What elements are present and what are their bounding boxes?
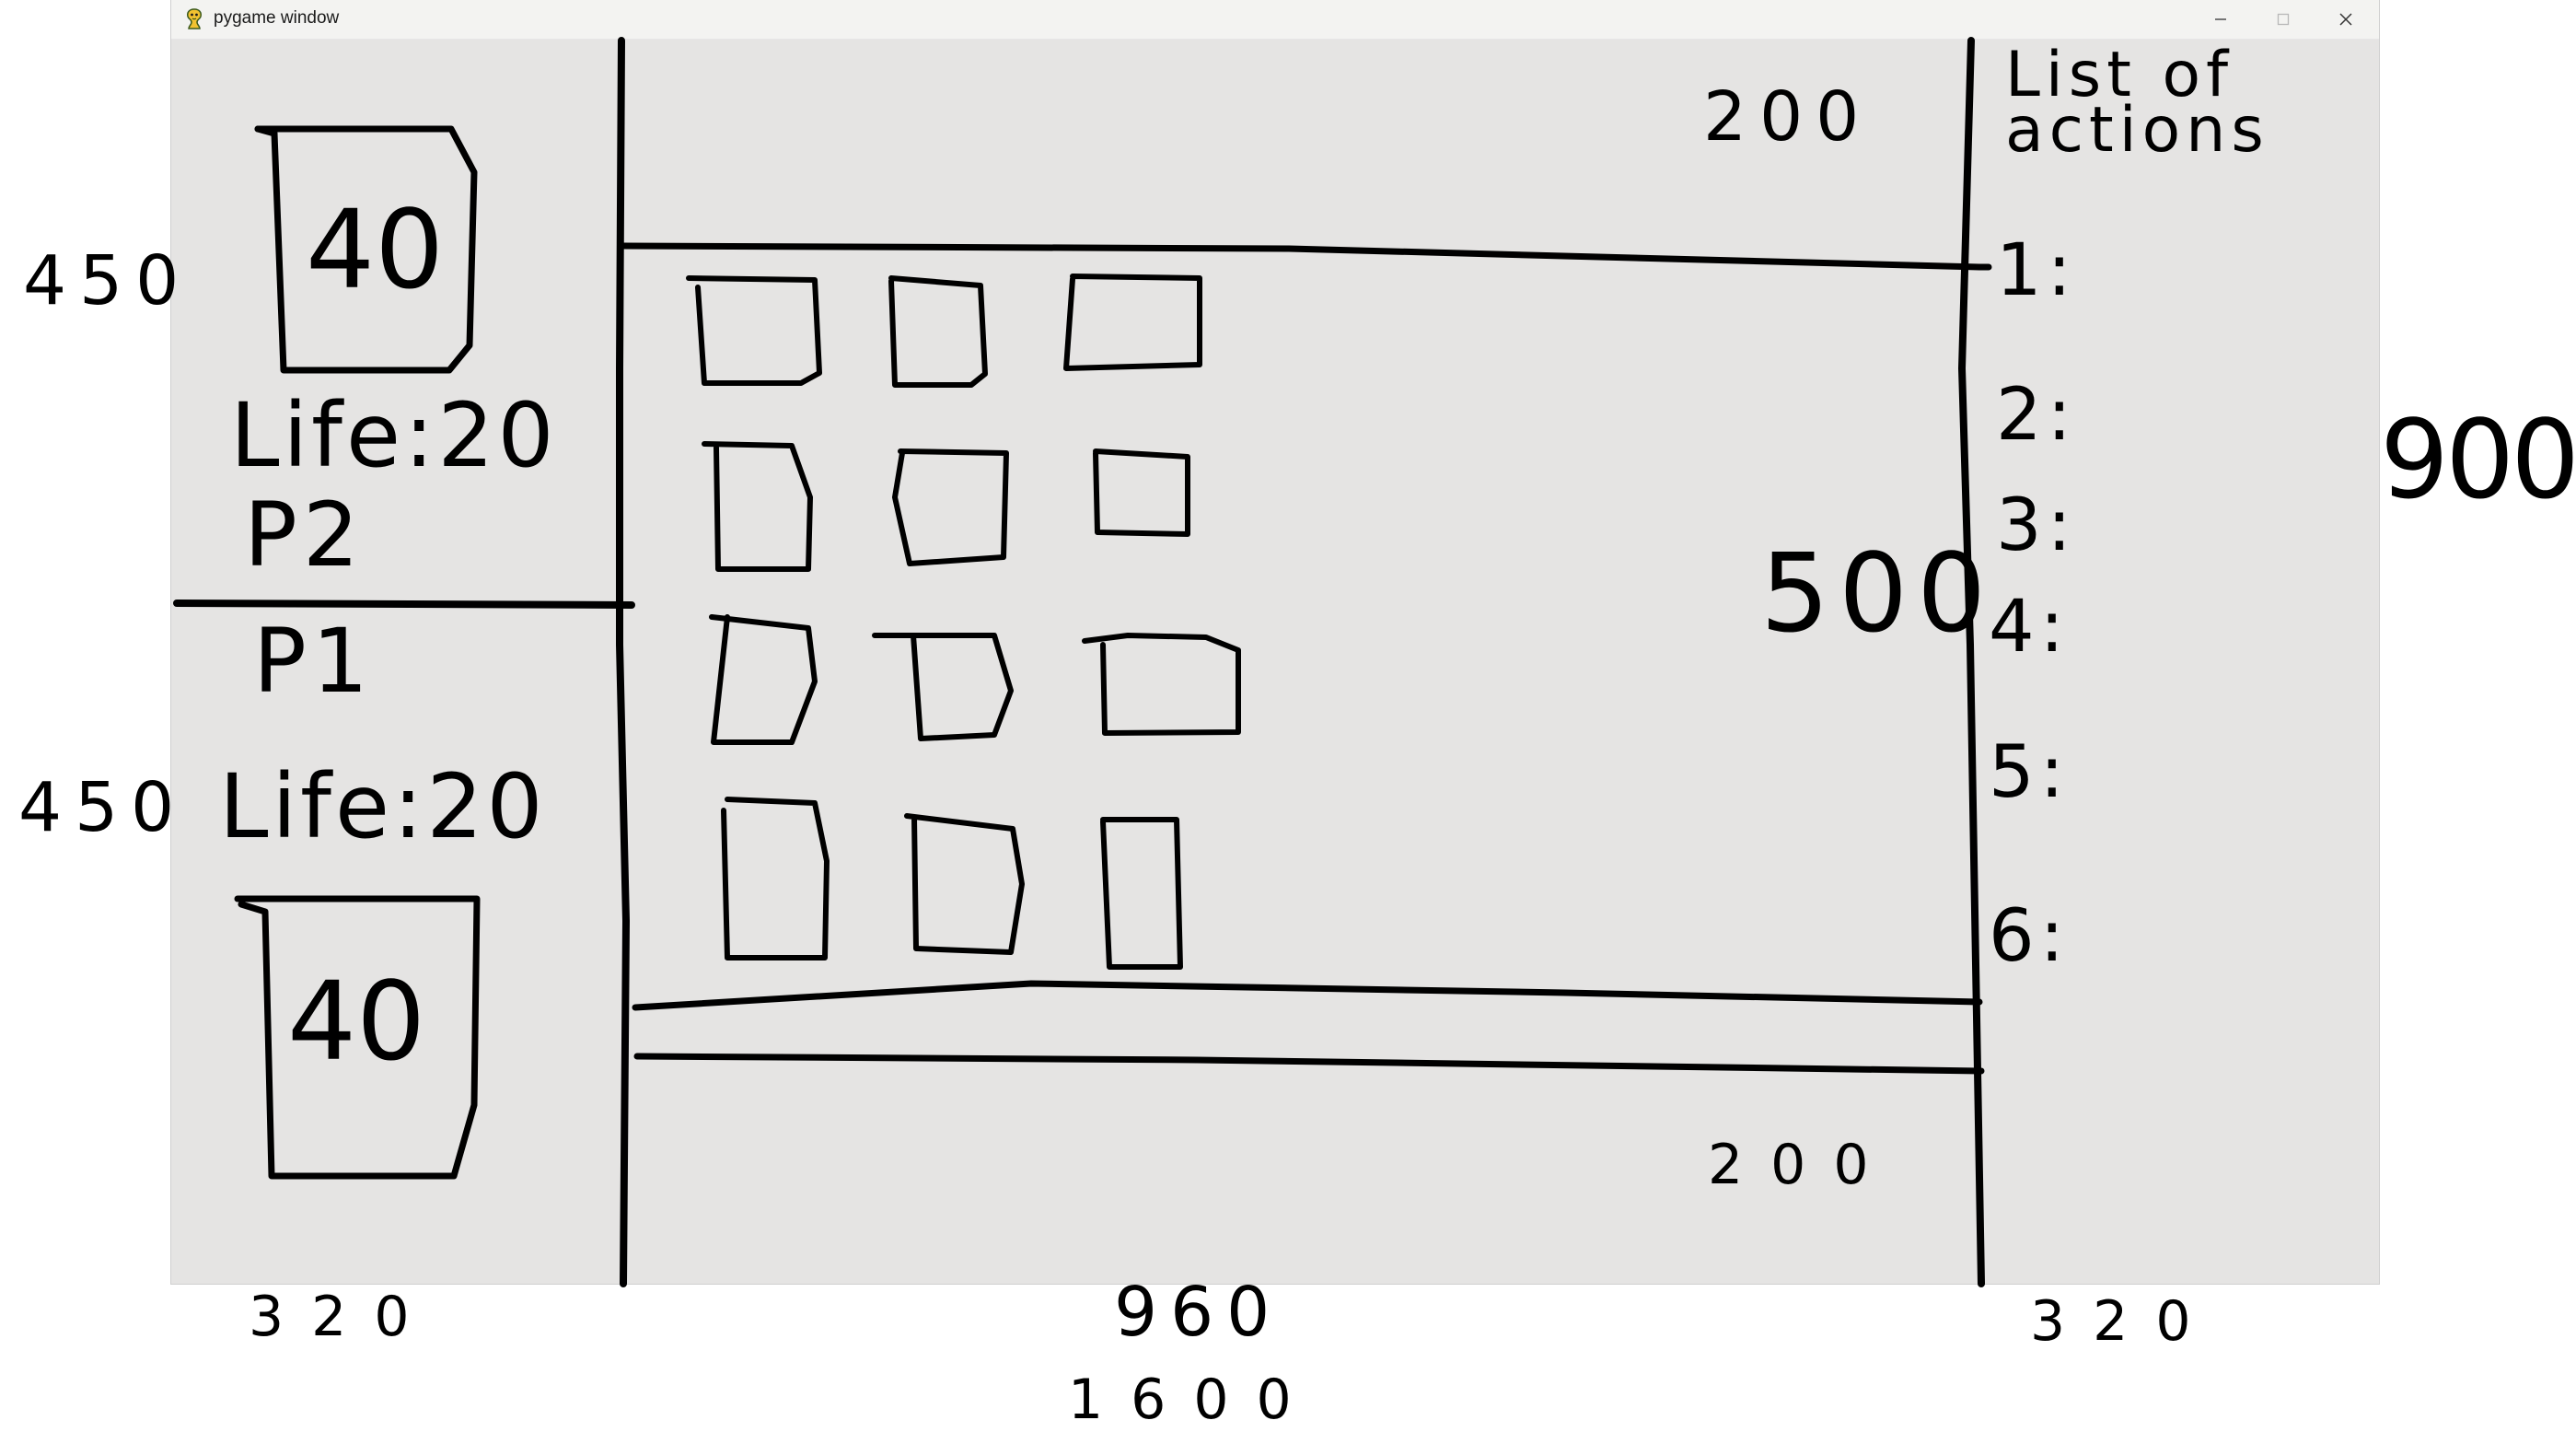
top-card-frame [254,125,478,374]
top-zone-height: 200 [1703,77,1873,157]
minimize-button[interactable] [2189,0,2252,39]
minimize-icon [2215,18,2226,20]
left-top-dimension: 450 [23,241,192,320]
bottom-total-dimension: 1600 [1068,1368,1319,1432]
action-item-1: 1: [1996,229,2077,312]
actions-list-title: List of actions [2005,39,2269,167]
left-bottom-dimension: 450 [18,768,188,847]
board-card [1093,448,1190,537]
right-divider-line [1958,37,1985,1287]
left-divider-line [616,37,630,1287]
player-split-line [173,600,635,609]
bottom-right-dimension: 320 [2030,1289,2219,1354]
board-card [904,813,1025,955]
bottom-life-label: Life:20 [219,755,547,858]
window-title: pygame window [214,8,340,28]
top-card-value: 40 [306,186,445,313]
bottom-zone-height: 200 [1708,1133,1897,1197]
maximize-button[interactable] [2252,0,2315,39]
board-card [702,441,813,572]
board-card [1100,817,1183,970]
close-icon [2339,13,2352,26]
action-item-2: 2: [1996,374,2077,457]
bottom-card-value: 40 [287,958,426,1085]
pygame-snake-icon [182,7,206,31]
bottom-left-dimension: 320 [249,1285,437,1349]
board-card [686,275,822,386]
pygame-window: pygame window [171,0,2379,1284]
maximize-icon [2277,13,2290,26]
board-card [872,633,1014,741]
top-zone-line [620,242,1992,271]
action-item-3: 3: [1996,484,2077,567]
close-button[interactable] [2315,0,2377,39]
board-card [1063,274,1202,371]
bottom-zone-line-lower [633,1053,1985,1075]
board-card [892,448,1009,566]
bottom-zone-line-upper [632,980,1983,1011]
title-bar[interactable]: pygame window [171,0,2379,40]
right-total-dimension: 900 [2380,396,2576,523]
bottom-card-frame [234,895,481,1180]
middle-zone-height: 500 [1760,530,1996,657]
action-item-5: 5: [1989,731,2070,814]
bottom-middle-dimension: 960 [1114,1273,1283,1352]
action-item-4: 4: [1989,586,2070,669]
top-life-label: Life:20 [230,384,558,487]
top-player-label: P2 [244,483,365,587]
action-item-6: 6: [1989,895,2070,978]
bottom-player-label: P1 [253,610,374,713]
board-card [888,275,988,388]
board-card [721,797,830,960]
sketch-drawing [173,37,1992,1287]
board-cards [686,274,1241,970]
board-card [709,614,818,745]
board-card [1082,633,1241,736]
